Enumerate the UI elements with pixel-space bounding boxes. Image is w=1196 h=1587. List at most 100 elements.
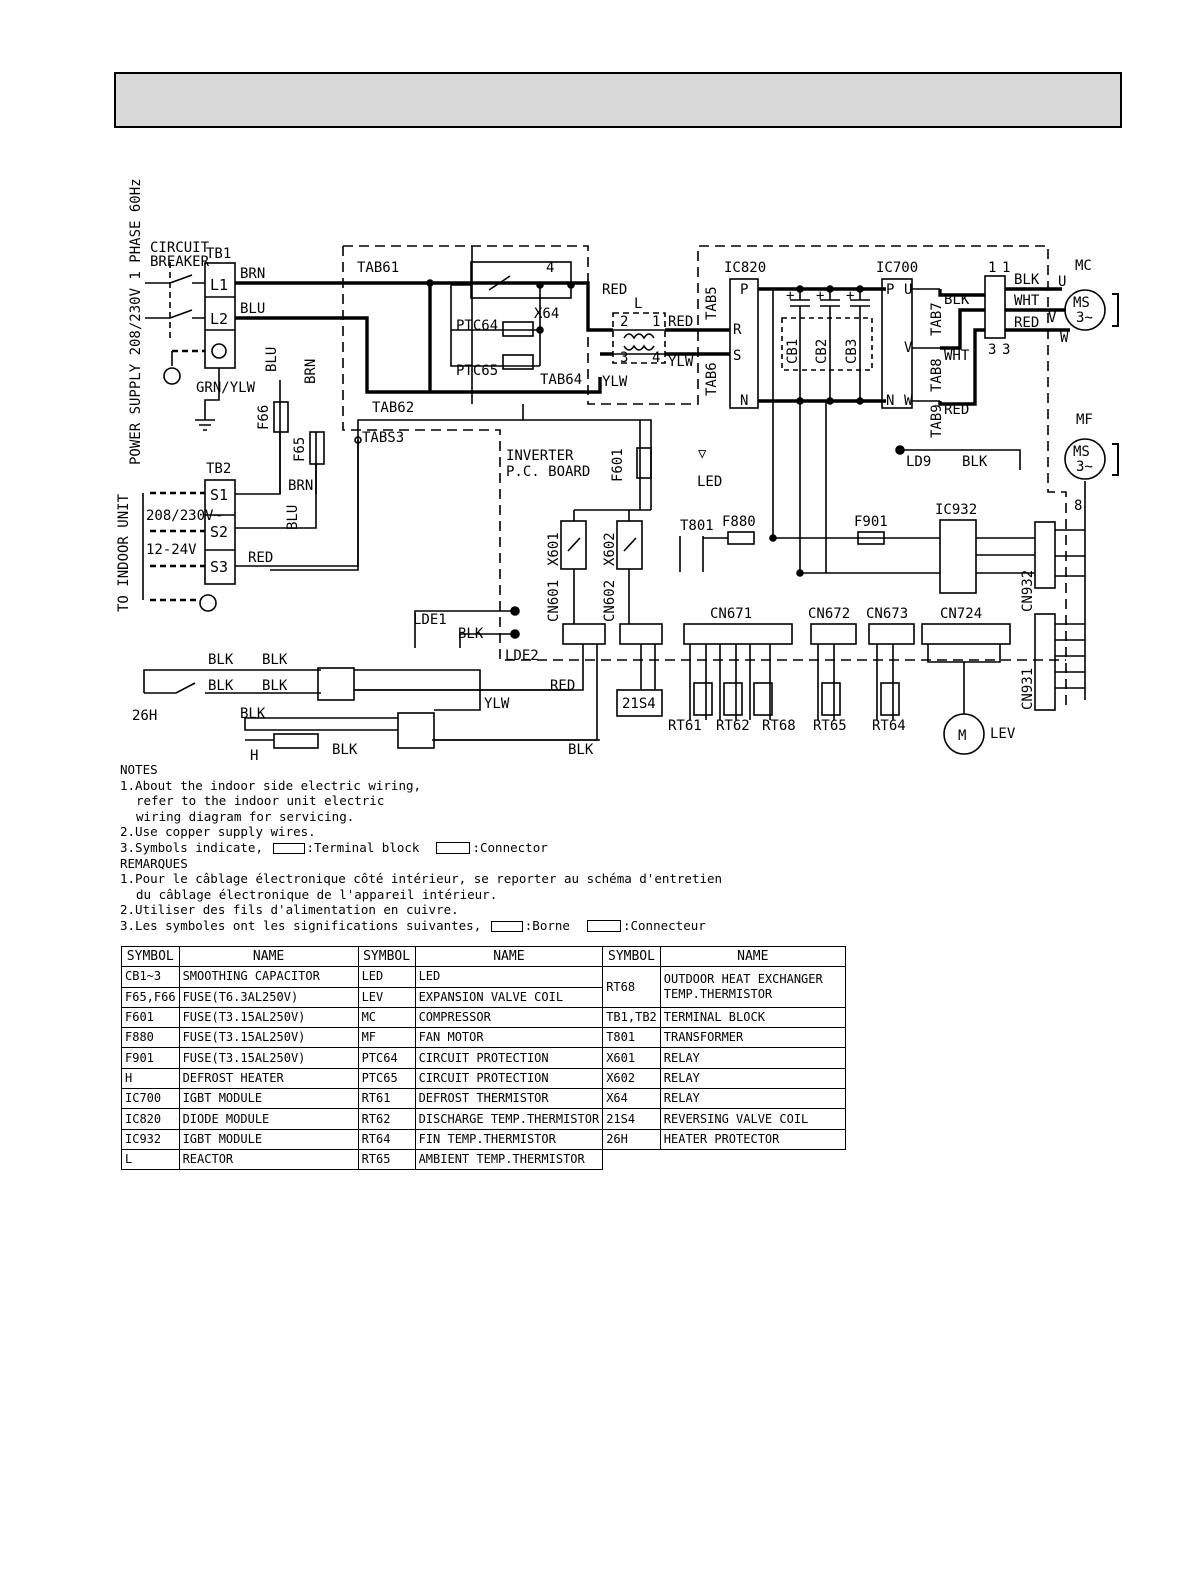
mc-u: U — [1058, 274, 1066, 290]
legend-name-line-1: OUTDOOR HEAT EXCHANGER — [663, 972, 823, 987]
ic820-label: IC820 — [724, 260, 766, 276]
cn932-label: CN932 — [1020, 570, 1036, 612]
remarque-3a: 3.Les symboles ont les significations su… — [120, 917, 482, 933]
legend-symbol: F901 — [121, 1047, 180, 1069]
tabs3-label: TABS3 — [362, 430, 404, 446]
legend-name-line-2: TEMP.THERMISTOR — [663, 987, 773, 1002]
ic700-u: U — [904, 282, 912, 298]
legend-symbol: X602 — [602, 1067, 661, 1090]
cb1-plus: + — [786, 288, 794, 304]
cb3-plus: + — [846, 288, 854, 304]
legend-name: COMPRESSOR — [414, 1006, 604, 1029]
legend-header-symbol-2: SYMBOL — [357, 945, 416, 968]
cb2-label: CB2 — [814, 339, 830, 364]
legend-name: FUSE(T3.15AL250V) — [178, 1047, 359, 1069]
connector-symbol — [436, 842, 471, 855]
rt68-label: RT68 — [762, 718, 796, 734]
lev-m: M — [958, 728, 966, 744]
tab5-label: TAB5 — [704, 286, 720, 320]
tab61-label: TAB61 — [357, 260, 399, 276]
legend-name: AMBIENT TEMP.THERMISTOR — [414, 1148, 604, 1171]
tab6-label: TAB6 — [704, 362, 720, 396]
legend-empty — [603, 1149, 661, 1169]
red-label-w: RED — [944, 402, 969, 418]
legend-symbol: L — [121, 1148, 180, 1171]
blk-label-mc: BLK — [1014, 272, 1040, 288]
s3-label: S3 — [210, 558, 228, 576]
wht-label-mc: WHT — [1014, 293, 1040, 309]
s2-label: S2 — [210, 523, 228, 541]
21s4-label: 21S4 — [622, 696, 656, 712]
tb1-label: TB1 — [206, 246, 231, 262]
ylw-label-tab64: YLW — [602, 374, 628, 390]
blk-label-lde: BLK — [458, 626, 484, 642]
blk-label-ld9: BLK — [962, 454, 988, 470]
brn-label: BRN — [240, 266, 265, 282]
legend-symbol: RT62 — [357, 1108, 416, 1130]
reactor-pin-4: 4 — [652, 350, 660, 366]
blu-label: BLU — [240, 301, 265, 317]
red-label-r: RED — [668, 314, 693, 330]
ptc65-label: PTC65 — [456, 363, 498, 379]
lev-label: LEV — [990, 726, 1016, 742]
ic820-p: P — [740, 282, 748, 298]
mc-w: W — [1060, 330, 1069, 346]
red-label-mc: RED — [1014, 315, 1039, 331]
legend-symbol: IC700 — [121, 1088, 180, 1110]
legend-symbol: CB1~3 — [121, 966, 180, 988]
remarque-3c: :Connecteur — [622, 917, 706, 933]
mc-v: V — [1048, 310, 1057, 326]
f901-label: F901 — [854, 514, 888, 530]
voltage-12-label: 12-24V — [146, 542, 197, 558]
legend-name: RELAY — [659, 1047, 846, 1069]
legend-name: FIN TEMP.THERMISTOR — [414, 1128, 604, 1150]
legend-symbol: F65,F66 — [121, 986, 180, 1008]
inverter-label: INVERTER — [506, 448, 574, 464]
legend-symbol: RT64 — [357, 1128, 416, 1150]
notes-title: NOTES — [120, 762, 158, 777]
legend-symbol: F601 — [121, 1006, 180, 1029]
notes-section: NOTES 1.About the indoor side electric w… — [120, 762, 880, 934]
circuit-breaker-label-2: BREAKER — [150, 254, 210, 270]
legend-header-name-1: NAME — [178, 945, 359, 968]
legend-name: SMOOTHING CAPACITOR — [178, 966, 359, 988]
legend-symbol: H — [121, 1067, 180, 1090]
legend-symbol: IC932 — [121, 1128, 180, 1150]
ic700-n: N — [886, 393, 894, 409]
x602-label: X602 — [602, 532, 618, 566]
circuit-breaker-label: CIRCUIT — [150, 240, 210, 256]
legend-name: TRANSFORMER — [659, 1027, 846, 1049]
ic700-p: P — [886, 282, 894, 298]
cn-pin-3b: 3 — [1002, 342, 1010, 358]
legend-symbol: IC820 — [121, 1108, 180, 1130]
blu-label-v2: BLU — [285, 505, 301, 530]
tab9-label: TAB9 — [929, 404, 945, 438]
ylw-label-s: YLW — [668, 354, 694, 370]
cn-pin-1b: 1 — [1002, 260, 1010, 276]
legend-header-name-2: NAME — [414, 945, 604, 968]
ic820-n: N — [740, 393, 748, 409]
blk-label-26h-2: BLK — [262, 652, 288, 668]
power-supply-label: POWER SUPPLY 208/230V 1 PHASE 60Hz — [128, 178, 144, 465]
mf-ms3: 3~ — [1076, 459, 1093, 475]
reactor-pin-1: 1 — [652, 314, 660, 330]
legend-symbol: RT68 — [602, 966, 661, 1008]
legend-name: IGBT MODULE — [178, 1128, 359, 1150]
legend-symbol: MC — [357, 1006, 416, 1029]
blk-label-26h-4: BLK — [262, 678, 288, 694]
remarque-1b: du câblage électronique de l'appareil in… — [136, 886, 498, 902]
ld9-label: LD9 — [906, 454, 931, 470]
rt62-label: RT62 — [716, 718, 750, 734]
legend-symbol: X601 — [602, 1047, 661, 1069]
tab7-label: TAB7 — [929, 302, 945, 336]
lde1-label: LDE1 — [413, 612, 447, 628]
reactor-label: L — [634, 296, 642, 312]
legend-symbol: X64 — [602, 1088, 661, 1110]
cn601-label: CN601 — [546, 580, 562, 622]
blk-label-26h-3: BLK — [208, 678, 234, 694]
note-3a: 3.Symbols indicate, — [120, 839, 263, 855]
